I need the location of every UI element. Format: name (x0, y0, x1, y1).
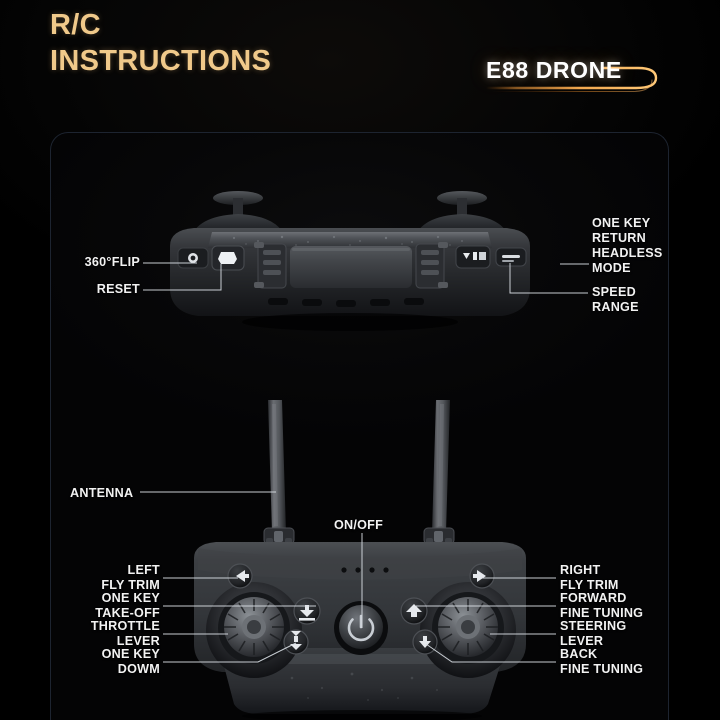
button-one-key-take-off[interactable] (293, 597, 321, 625)
antenna-left (268, 400, 286, 532)
label-360-flip: 360°FLIP (84, 255, 140, 269)
power-button[interactable] (334, 601, 388, 655)
battery-door (290, 246, 412, 288)
label-one-key-down: ONE KEY DOWM (101, 647, 160, 676)
joystick-right-steering[interactable] (420, 582, 516, 678)
brand-name: E88 DRONE (486, 57, 622, 83)
button-one-key-return-headless[interactable] (455, 245, 491, 269)
joystick-left-throttle[interactable] (206, 582, 302, 678)
brand-swoosh-icon (484, 66, 658, 93)
label-one-key-return-headless-mode: ONE KEY RETURN HEADLESS MODE (592, 216, 663, 275)
brand-badge: E88 DRONE (484, 54, 666, 100)
label-steering-lever: STEERING LEVER (560, 619, 627, 648)
grip-texture (290, 672, 438, 701)
remote-control-top-view (170, 191, 530, 331)
label-one-key-take-off: ONE KEY TAKE-OFF (95, 591, 160, 620)
label-left-fly-trim: LEFT FLY TRIM (101, 563, 160, 592)
button-forward-fine-tuning[interactable] (400, 597, 428, 625)
button-back-fine-tuning[interactable] (412, 629, 438, 655)
label-forward-fine-tuning: FORWARD FINE TUNING (560, 591, 644, 620)
clip-rail-right (415, 242, 448, 289)
button-one-key-down[interactable] (283, 629, 309, 655)
page-title: R/C INSTRUCTIONS (50, 9, 272, 77)
antenna-right (432, 400, 450, 532)
remote-control-front-view (194, 400, 526, 720)
antenna-hinge-left (263, 527, 295, 545)
led-indicators (341, 567, 389, 573)
texture-speckle (232, 235, 463, 246)
grip-block (223, 648, 501, 714)
button-reset[interactable] (211, 245, 245, 271)
label-back-fine-tuning: BACK FINE TUNING (560, 647, 644, 676)
button-speed-range[interactable] (495, 247, 527, 267)
body-bevel (198, 548, 522, 580)
label-reset: RESET (96, 282, 140, 296)
label-antenna: ANTENNA (70, 486, 134, 500)
button-360-flip[interactable] (177, 247, 209, 269)
label-throttle-lever: THROTTLE LEVER (90, 619, 160, 648)
button-right-fly-trim[interactable] (469, 563, 495, 589)
clip-rail-left (254, 242, 287, 289)
label-onoff: ON/OFF (334, 518, 384, 532)
antenna-hinge-right (423, 527, 455, 545)
label-right-fly-trim: RIGHT FLY TRIM (560, 563, 619, 592)
label-speed-range: SPEED RANGE (592, 285, 639, 314)
vent-slots (268, 298, 424, 307)
button-left-fly-trim[interactable] (227, 563, 253, 589)
